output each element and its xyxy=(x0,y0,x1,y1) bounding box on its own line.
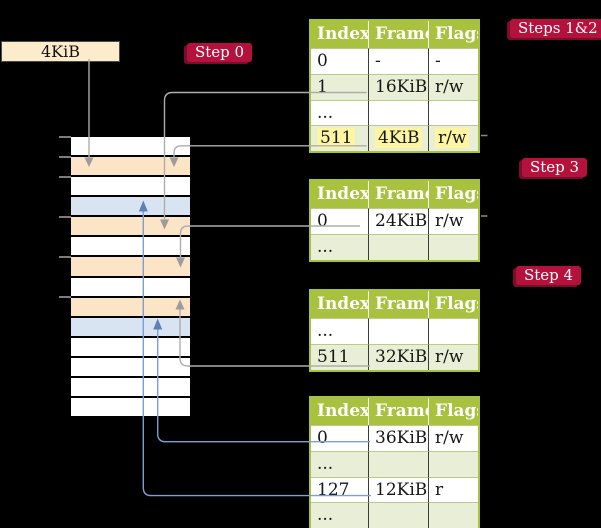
table-header-row: IndexFrameFlags xyxy=(311,398,478,425)
table-cell xyxy=(368,450,428,477)
frame-4kib-box: 4KiB xyxy=(1,41,120,62)
table-cell: 511 xyxy=(311,343,368,370)
badge-step-3: Step 3 xyxy=(522,158,588,177)
table-cell: ... xyxy=(311,233,368,260)
clipped-stubs xyxy=(481,134,488,217)
table-cell xyxy=(428,233,478,260)
table-cell: 32KiB xyxy=(368,343,428,370)
table-cell: 1 xyxy=(311,73,368,100)
table-cell: 24KiB xyxy=(368,208,428,234)
column-header-frame: Frame xyxy=(368,181,428,208)
table-cell: 0 xyxy=(311,425,368,451)
table-cell: r/w xyxy=(428,125,478,152)
table-header-row: IndexFrameFlags xyxy=(311,291,478,318)
tick-mark xyxy=(59,256,71,258)
table-cell: r xyxy=(428,476,478,503)
table-cell xyxy=(368,99,428,126)
page-table-final: IndexFrameFlags036KiBr/w...12712KiBr... xyxy=(309,396,480,528)
badge-step-4: Step 4 xyxy=(516,266,582,285)
memory-row-peach xyxy=(71,257,190,276)
table-header-row: IndexFrameFlags xyxy=(311,21,478,48)
memory-row-blue xyxy=(71,317,190,336)
tick-mark xyxy=(59,176,71,178)
table-cell: ... xyxy=(311,318,368,344)
table-row: ... xyxy=(311,99,478,126)
memory-row-blue xyxy=(71,197,190,216)
table-header-row: IndexFrameFlags xyxy=(311,181,478,208)
table-row: 511 4KiB r/w xyxy=(311,125,478,152)
memory-row-white xyxy=(71,277,190,296)
memory-row-white xyxy=(71,237,190,256)
table-cell: r/w xyxy=(428,343,478,370)
table-cell: 36KiB xyxy=(368,425,428,451)
table-cell: r/w xyxy=(428,73,478,100)
table-cell: 511 xyxy=(311,125,368,151)
table-cell xyxy=(428,502,478,528)
badge-steps-1-2: Steps 1&2 xyxy=(510,19,601,38)
table-row: ... xyxy=(311,233,478,260)
column-header-index: Index xyxy=(317,294,368,314)
highlighted-value: r/w xyxy=(435,128,470,149)
highlighted-value: 4KiB xyxy=(375,128,423,149)
memory-row-peach xyxy=(71,157,190,176)
memory-column xyxy=(71,137,190,417)
table-cell xyxy=(368,318,428,344)
column-header-index: Index xyxy=(317,184,368,204)
frame-4kib-label: 4KiB xyxy=(40,42,80,61)
memory-row-white xyxy=(71,137,190,156)
table-cell: - xyxy=(428,48,478,74)
table-cell: r/w xyxy=(428,208,478,234)
table-row: ... xyxy=(311,450,478,477)
column-header-flags: Flags xyxy=(428,291,478,318)
column-header-flags: Flags xyxy=(428,21,478,48)
column-header-frame: Frame xyxy=(368,21,428,48)
table-cell: 0 xyxy=(311,48,368,74)
column-header-index: Index xyxy=(317,401,368,421)
column-header-index: Index xyxy=(317,24,368,44)
column-header-frame: Frame xyxy=(368,291,428,318)
table-cell: ... xyxy=(311,450,368,477)
table-cell: r/w xyxy=(428,425,478,451)
highlighted-value: 511 xyxy=(317,128,356,149)
table-cell xyxy=(428,450,478,477)
tick-mark xyxy=(59,136,71,138)
column-header-frame: Frame xyxy=(368,398,428,425)
table-cell: 4KiB xyxy=(368,125,428,152)
table-row: ... xyxy=(311,502,478,528)
table-cell xyxy=(368,233,428,260)
table-cell: 12KiB xyxy=(368,476,428,503)
badge-step-0: Step 0 xyxy=(187,43,253,62)
table-cell: 127 xyxy=(311,476,368,503)
table-cell xyxy=(368,502,428,528)
table-cell: ... xyxy=(311,99,368,126)
memory-row-white xyxy=(71,177,190,196)
tick-mark xyxy=(59,216,71,218)
memory-row-white xyxy=(71,337,190,356)
column-header-flags: Flags xyxy=(428,181,478,208)
table-cell: 16KiB xyxy=(368,73,428,100)
tick-mark xyxy=(59,156,71,158)
memory-row-white xyxy=(71,357,190,376)
table-row: 0-- xyxy=(311,48,478,74)
memory-row-white xyxy=(71,377,190,397)
table-cell: - xyxy=(368,48,428,74)
table-cell xyxy=(428,318,478,344)
column-header-flags: Flags xyxy=(428,398,478,425)
table-cell: 0 xyxy=(311,208,368,234)
table-cell xyxy=(428,99,478,126)
page-table-step-3: IndexFrameFlags024KiBr/w... xyxy=(309,179,480,262)
memory-row-white xyxy=(71,398,190,417)
table-cell: ... xyxy=(311,502,368,528)
memory-row-peach xyxy=(71,297,190,316)
memory-row-peach xyxy=(71,217,190,236)
table-row: ... xyxy=(311,318,478,344)
tick-mark xyxy=(59,296,71,298)
